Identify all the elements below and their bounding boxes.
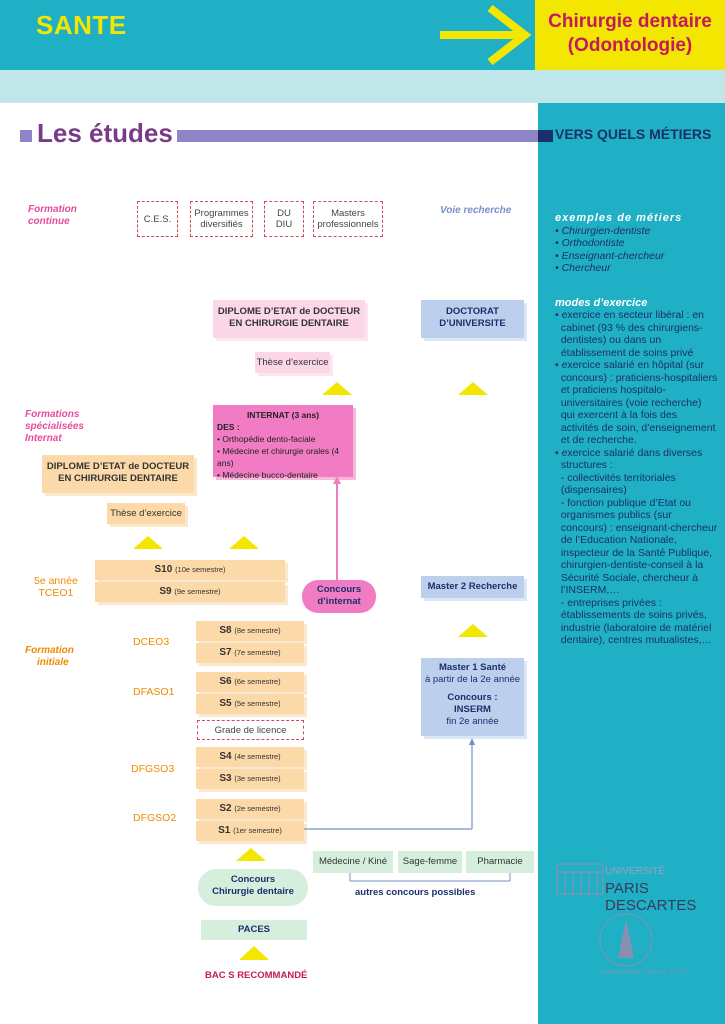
box-s1: S1 (1er semestre) xyxy=(196,821,304,841)
mode-line: inspecteur de la Santé Publique, xyxy=(555,546,713,559)
box-these-top: Thèse d’exercice xyxy=(255,352,330,373)
mode-line: et praticiens hospitalo- xyxy=(555,384,666,396)
box-s2: S2 (2e semestre) xyxy=(196,799,304,819)
box-ces: C.E.S. xyxy=(137,201,178,237)
box-s4: S4 (4e semestre) xyxy=(196,747,304,767)
mode-line: concours) : praticiens-hospitaliers xyxy=(555,371,718,384)
mode-line: chirurgien-dentiste-conseil à la xyxy=(555,559,704,571)
mode-line: établissements de soins privés, xyxy=(555,609,707,621)
section-title: Les études xyxy=(33,118,177,149)
box-sage-femme: Sage-femme xyxy=(398,851,462,873)
metier-item: • Orthodontiste xyxy=(555,237,625,249)
triangle-up-icon xyxy=(458,624,488,637)
box-s10: S10 (10e semestre) xyxy=(95,560,285,580)
box-internat: INTERNAT (3 ans) DES : • Orthopédie dent… xyxy=(213,405,353,480)
mode-line: qui exercent à la fois des xyxy=(555,409,677,421)
mode-line: organismes publics (sur xyxy=(555,509,672,521)
box-s6: S6 (6e semestre) xyxy=(196,672,304,692)
mode-line: l’INSERM,… xyxy=(555,584,620,596)
header-subject-line1: Chirurgie dentaire xyxy=(548,11,712,32)
triangle-up-icon xyxy=(322,382,352,395)
box-medecine-kine: Médecine / Kiné xyxy=(313,851,393,873)
mode-line: - fonction publique d’Etat ou xyxy=(555,496,692,509)
mode-line: établissement de soins privé xyxy=(555,346,694,359)
rule-left-stub xyxy=(20,130,32,142)
header-subject-line2: (Odontologie) xyxy=(567,35,693,56)
mode-line: universitaires (voie recherche) xyxy=(555,396,702,409)
autres-concours: autres concours possibles xyxy=(355,887,476,898)
mode-line: • exercice salarié en hôpital (sur xyxy=(555,359,704,371)
box-master2: Master 2 Recherche xyxy=(421,576,524,598)
mode-line: structures : xyxy=(555,459,613,471)
label-dfgso3: DFGSO3 xyxy=(131,763,175,775)
mode-line: • exercice salarié dans diverses xyxy=(555,446,703,459)
mode-line: (dispensaires) xyxy=(555,484,627,496)
sidebar-title: VERS QUELS MÉTIERS xyxy=(555,126,712,142)
label-dceo3: DCEO3 xyxy=(133,636,170,648)
box-pharmacie: Pharmacie xyxy=(466,851,534,873)
metier-item: • Enseignant-chercheur xyxy=(555,249,665,262)
logo-paris-descartes: PARIS DESCARTES xyxy=(605,880,697,914)
header-sub-band xyxy=(0,70,725,103)
box-masters-professionnels: Masters professionnels xyxy=(313,201,383,237)
mode-line: activités de soin, d’enseignement xyxy=(555,421,716,434)
mode-line: et de recherche. xyxy=(555,434,637,446)
header-title: SANTE xyxy=(36,10,127,40)
sidebar-content: exemples de métiers • Chirurgien-dentist… xyxy=(555,212,720,647)
triangle-up-icon xyxy=(458,382,488,395)
box-s8: S8 (8e semestre) xyxy=(196,621,304,641)
logo-seal-text: SORBONNE PARIS CITÉ xyxy=(600,970,688,976)
box-s9: S9 (9e semestre) xyxy=(95,582,285,602)
mode-line: - collectivités territoriales xyxy=(555,471,676,484)
mode-line: de l’Education Nationale, xyxy=(555,534,677,546)
bac-label: BAC S RECOMMANDÉ xyxy=(205,970,308,981)
logo-universite: UNIVERSITÉ xyxy=(605,866,666,877)
mode-line: cabinet (93 % des chirurgiens- xyxy=(555,321,703,334)
mode-line: - entreprises privées : xyxy=(555,596,662,609)
box-these-left: Thèse d’exercice xyxy=(107,503,185,524)
box-s3: S3 (3e semestre) xyxy=(196,769,304,789)
box-paces: PACES xyxy=(201,920,307,940)
label-dfaso1: DFASO1 xyxy=(133,686,175,698)
mode-line: dentistes) ou dans un xyxy=(555,334,662,346)
rule-side-stub xyxy=(538,130,553,142)
header-subject: Chirurgie dentaire (Odontologie) xyxy=(535,0,725,70)
metier-item: • Chercheur xyxy=(555,262,611,274)
metier-item: • Chirurgien-dentiste xyxy=(555,224,651,237)
label-voie-recherche: Voie recherche xyxy=(440,205,512,216)
box-grade-licence: Grade de licence xyxy=(197,720,304,740)
exemples-title: exemples de métiers xyxy=(555,212,683,224)
box-du-diu: DU DIU xyxy=(264,201,304,237)
mode-line: Sécurité Sociale, chercheur à xyxy=(555,571,698,584)
triangle-up-icon xyxy=(236,848,266,861)
box-s5: S5 (5e semestre) xyxy=(196,694,304,714)
modes-title: modes d’exercice xyxy=(555,296,648,309)
mode-line: dentaire), centres mutualistes,… xyxy=(555,634,712,646)
triangle-up-icon xyxy=(229,536,259,549)
box-programmes-diversifies: Programmes diversifiés xyxy=(190,201,253,237)
mode-line: concours) : enseignant-chercheur xyxy=(555,521,718,534)
mode-line: industrie (laboratoire de matériel xyxy=(555,621,712,634)
mode-line: • exercice en secteur libéral : en xyxy=(555,309,704,321)
rule-main xyxy=(150,130,538,142)
box-master1: Master 1 Santé à partir de la 2e année C… xyxy=(421,658,524,736)
box-s7: S7 (7e semestre) xyxy=(196,643,304,663)
label-dfgso2: DFGSO2 xyxy=(133,812,177,824)
triangle-up-icon xyxy=(133,536,163,549)
